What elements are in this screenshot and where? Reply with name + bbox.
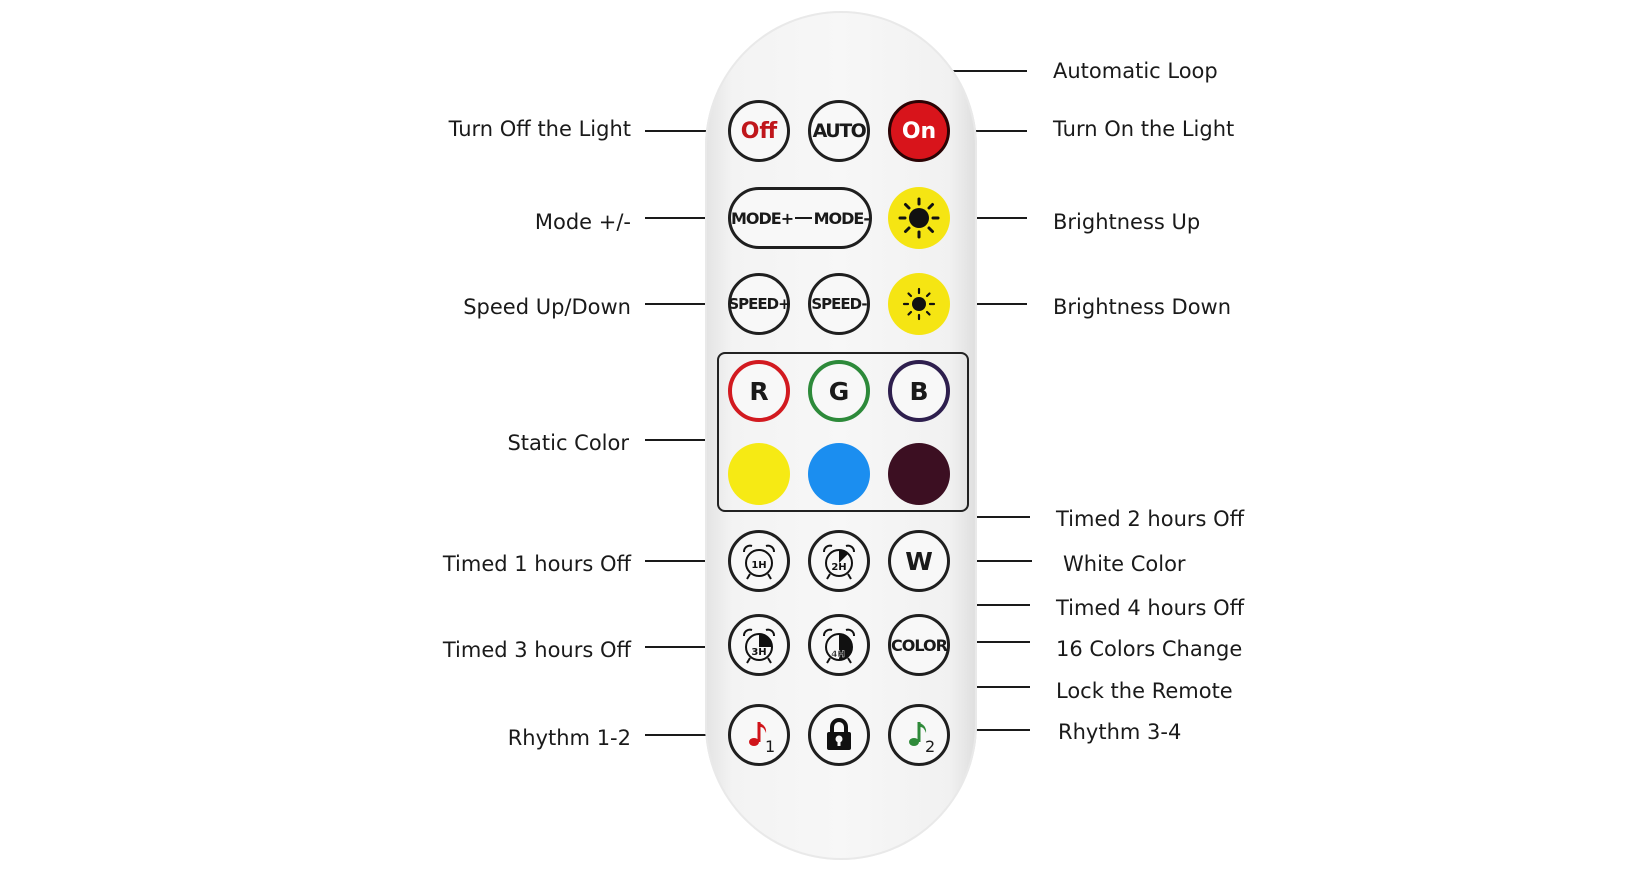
white-button[interactable]: W	[888, 530, 950, 592]
speed-down-label: SPEED-	[811, 295, 867, 313]
label-brightness-up: Brightness Up	[1053, 210, 1201, 234]
rhythm-2-button[interactable]: 2	[888, 704, 950, 766]
red-button[interactable]: R	[728, 360, 790, 422]
timer-1h-text: 1H	[751, 560, 766, 571]
yellow-button[interactable]	[728, 443, 790, 505]
label-lock: Lock the Remote	[1056, 679, 1233, 703]
music-note-red-icon	[749, 722, 767, 746]
label-turn-on: Turn On the Light	[1053, 117, 1235, 141]
mode-minus-label: MODE-	[813, 208, 870, 228]
static-color-group	[717, 352, 969, 512]
label-rhythm-12: Rhythm 1-2	[507, 726, 631, 750]
alarm-clock-4h-icon: 4H	[823, 628, 855, 664]
purple-button[interactable]	[888, 443, 950, 505]
label-mode: Mode +/-	[534, 210, 631, 234]
speed-down-button[interactable]: SPEED-	[808, 273, 870, 335]
blue-button[interactable]: B	[888, 360, 950, 422]
brightness-down-button[interactable]	[888, 273, 950, 335]
mode-divider	[795, 217, 812, 219]
label-automatic-loop: Automatic Loop	[1053, 59, 1218, 83]
speed-up-label: SPEED+	[728, 295, 790, 313]
green-button[interactable]: G	[808, 360, 870, 422]
label-timed-4: Timed 4 hours Off	[1056, 596, 1245, 620]
alarm-clock-3h-icon: 3H	[743, 628, 775, 664]
mode-plus-label: MODE+	[731, 208, 794, 228]
green-label: G	[828, 376, 850, 406]
brightness-up-button[interactable]	[888, 187, 950, 249]
rhythm-1-button[interactable]: 1	[728, 704, 790, 766]
timer-3h-text: 3H	[751, 647, 766, 658]
sun-large-icon	[898, 197, 940, 239]
red-label: R	[749, 376, 769, 406]
blue-label: B	[909, 376, 929, 406]
label-timed-3: Timed 3 hours Off	[442, 638, 631, 662]
mode-button[interactable]: MODE+ MODE-	[728, 187, 872, 249]
sun-small-icon	[902, 287, 936, 321]
color-change-button[interactable]: COLOR	[888, 614, 950, 676]
timer-4h-text: 4H	[831, 650, 845, 660]
label-rhythm-34: Rhythm 3-4	[1058, 720, 1182, 744]
label-16-colors: 16 Colors Change	[1056, 637, 1243, 661]
label-white-color: White Color	[1063, 552, 1186, 576]
off-button-label: Off	[740, 118, 778, 144]
lock-button[interactable]	[808, 704, 870, 766]
timer-2h-button[interactable]: 2H	[808, 530, 870, 592]
light-blue-button[interactable]	[808, 443, 870, 505]
on-button[interactable]: On	[888, 100, 950, 162]
label-brightness-down: Brightness Down	[1053, 295, 1232, 319]
label-static-color: Static Color	[507, 431, 629, 455]
timer-3h-button[interactable]: 3H	[728, 614, 790, 676]
on-button-label: On	[901, 118, 937, 144]
auto-button[interactable]: AUTO	[808, 100, 870, 162]
lock-icon	[827, 718, 851, 750]
alarm-clock-2h-icon: 2H	[823, 544, 855, 580]
music-note-green-icon	[909, 722, 927, 746]
timer-2h-text: 2H	[831, 562, 846, 573]
rhythm-1-number: 1	[765, 737, 776, 756]
color-change-label: COLOR	[891, 635, 948, 655]
label-timed-1: Timed 1 hours Off	[442, 552, 631, 576]
alarm-clock-1h-icon: 1H	[743, 544, 775, 580]
label-turn-off: Turn Off the Light	[448, 117, 631, 141]
off-button[interactable]: Off	[728, 100, 790, 162]
label-speed: Speed Up/Down	[463, 295, 631, 319]
timer-4h-button[interactable]: 4H	[808, 614, 870, 676]
auto-button-label: AUTO	[812, 120, 867, 142]
timer-1h-button[interactable]: 1H	[728, 530, 790, 592]
white-label: W	[905, 546, 933, 576]
rhythm-2-number: 2	[925, 737, 936, 756]
speed-up-button[interactable]: SPEED+	[728, 273, 791, 335]
label-timed-2: Timed 2 hours Off	[1056, 507, 1245, 531]
